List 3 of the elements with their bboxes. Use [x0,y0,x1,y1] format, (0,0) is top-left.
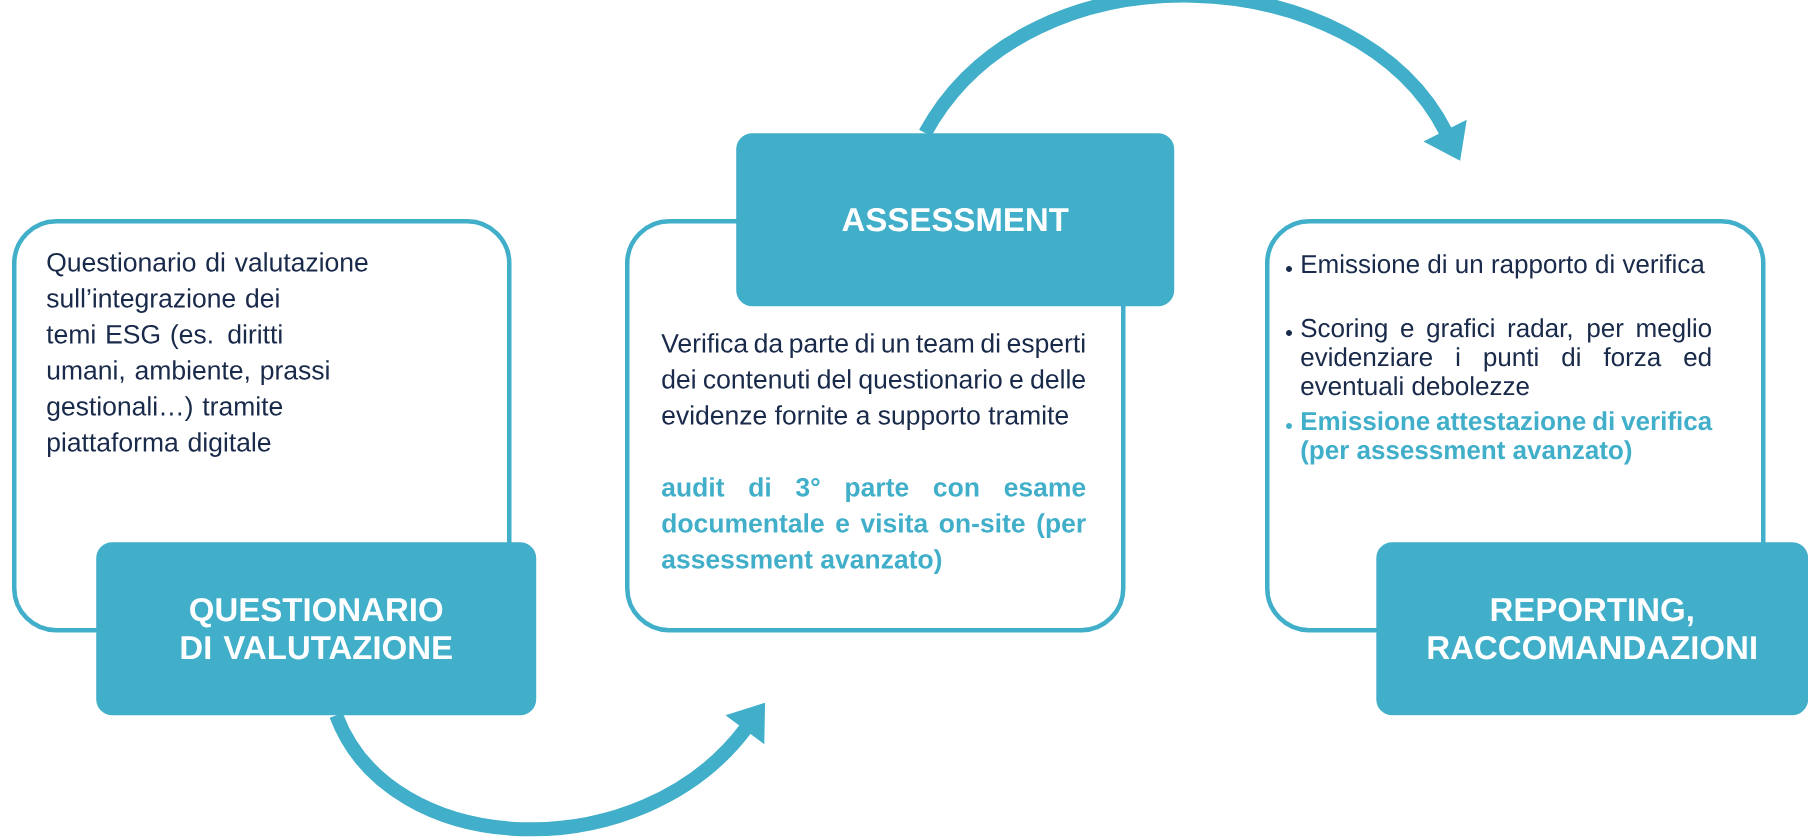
title-box: QUESTIONARIO DI VALUTAZIONE [96,542,537,716]
title-box: ASSESSMENT [736,133,1175,307]
title-box: REPORTING, RACCOMANDAZIONI [1376,542,1808,716]
